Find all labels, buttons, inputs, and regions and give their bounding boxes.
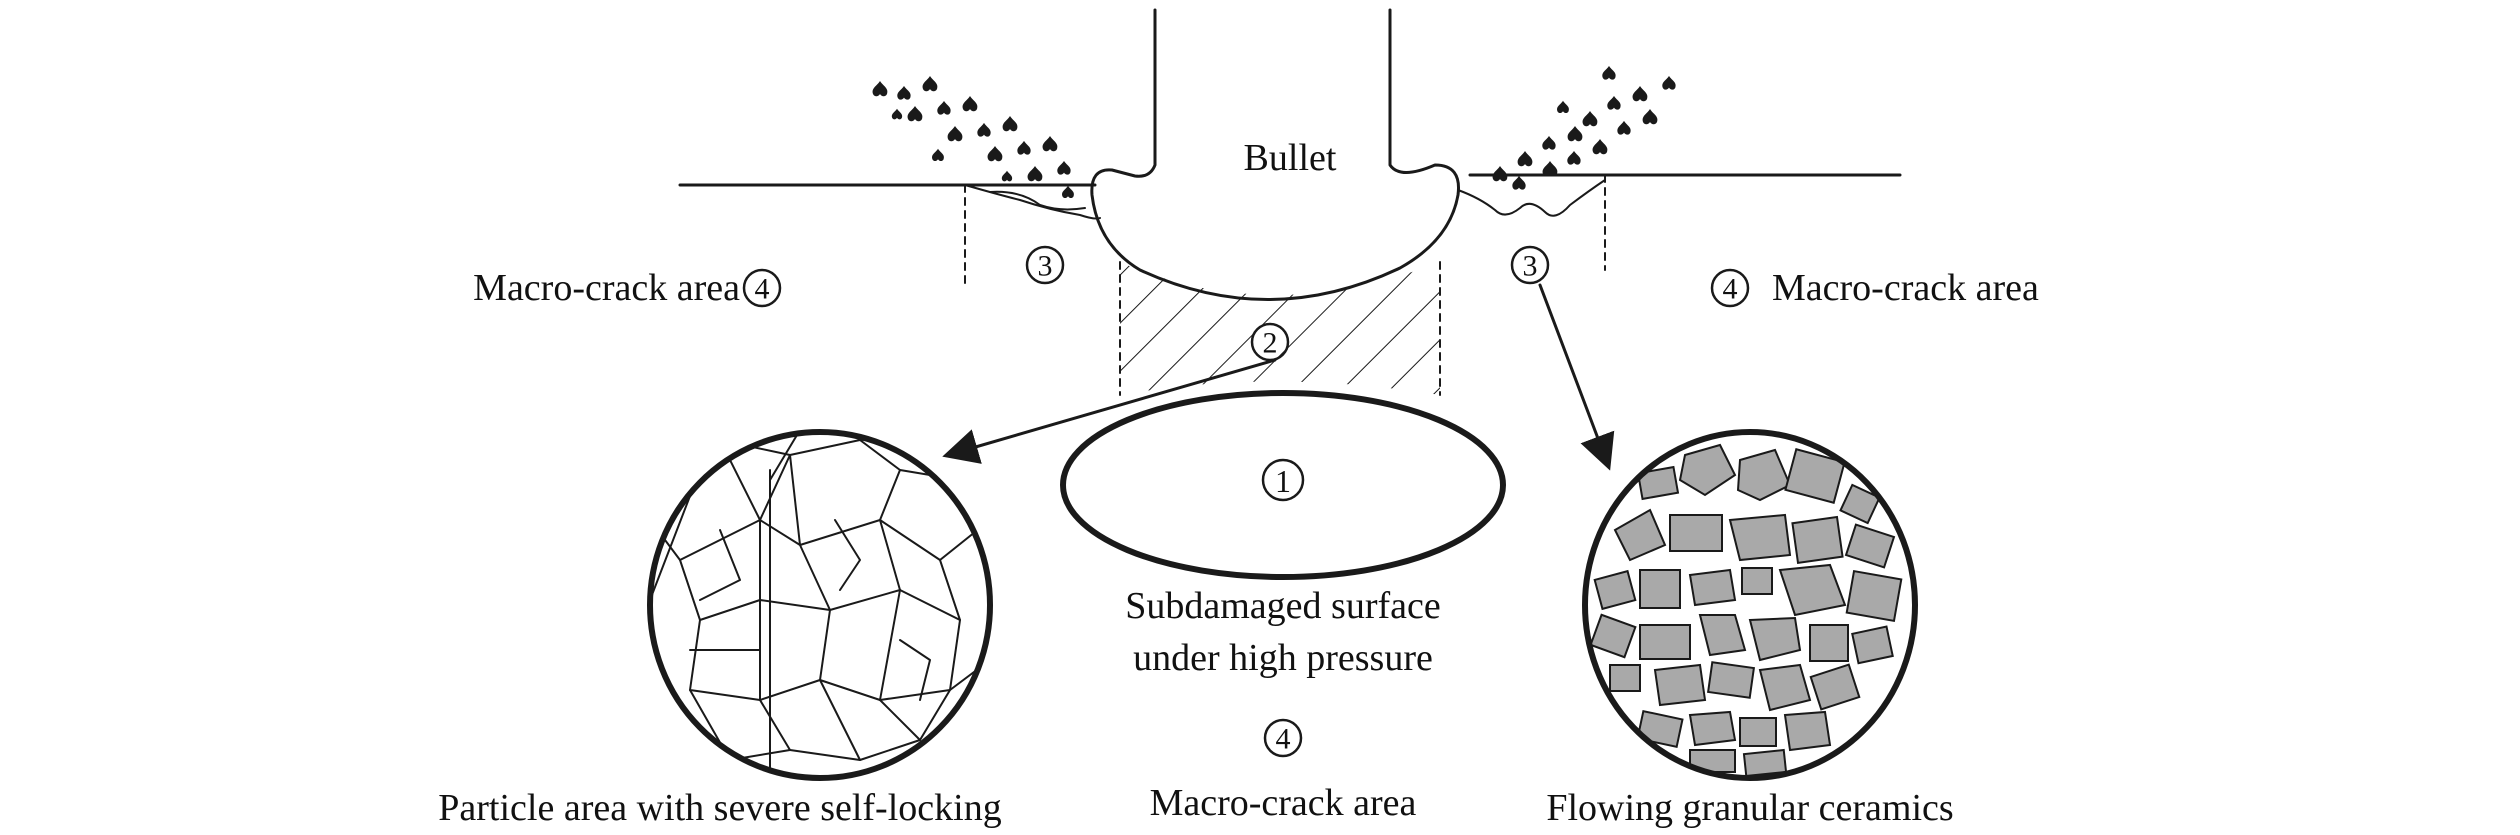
- arrows: [942, 283, 1615, 471]
- marker-4-bottom: 4: [1263, 718, 1303, 758]
- svg-text:4: 4: [1276, 723, 1291, 756]
- svg-text:1: 1: [1275, 463, 1291, 499]
- arrow-to-right-circle: [1538, 283, 1615, 471]
- subdamaged-oval: [1060, 390, 1506, 580]
- right-ejecta-edge: [1457, 179, 1606, 217]
- marker-4-right: 4: [1710, 268, 1750, 308]
- ceramic-surface: [678, 173, 1902, 187]
- surface-crack-lines: [964, 174, 1606, 286]
- svg-text:4: 4: [1723, 273, 1738, 306]
- flowing-ceramics-label: Flowing granular ceramics: [1546, 787, 1953, 829]
- marker-1: 1: [1261, 458, 1305, 502]
- marker-3-right: 3: [1510, 245, 1550, 285]
- right-fragments: [1492, 65, 1676, 190]
- marker-4-left: 4: [742, 268, 782, 308]
- svg-text:4: 4: [755, 273, 770, 306]
- macro-crack-right-label: Macro-crack area: [1772, 267, 2039, 309]
- arrow-to-left-circle: [942, 358, 1277, 464]
- left-ejecta-edge: [964, 184, 1101, 220]
- svg-text:3: 3: [1038, 250, 1053, 283]
- subdamaged-label-line2: under high pressure: [1133, 637, 1433, 679]
- subdamaged-label-line1: Subdamaged surface: [1125, 585, 1441, 627]
- granular-ceramics-circle: [1582, 429, 1918, 781]
- self-locking-particle-circle: [647, 429, 993, 781]
- particle-area-label: Particle area with severe self-locking: [438, 787, 1001, 829]
- bullet-label: Bullet: [1244, 137, 1337, 179]
- macro-crack-left-label: Macro-crack area: [473, 267, 740, 309]
- marker-3-left: 3: [1025, 245, 1065, 285]
- svg-text:2: 2: [1263, 327, 1278, 360]
- left-fragments: [872, 76, 1074, 199]
- svg-text:3: 3: [1523, 250, 1538, 283]
- marker-2: 2: [1250, 322, 1290, 362]
- macro-crack-bottom-label: Macro-crack area: [1150, 782, 1417, 824]
